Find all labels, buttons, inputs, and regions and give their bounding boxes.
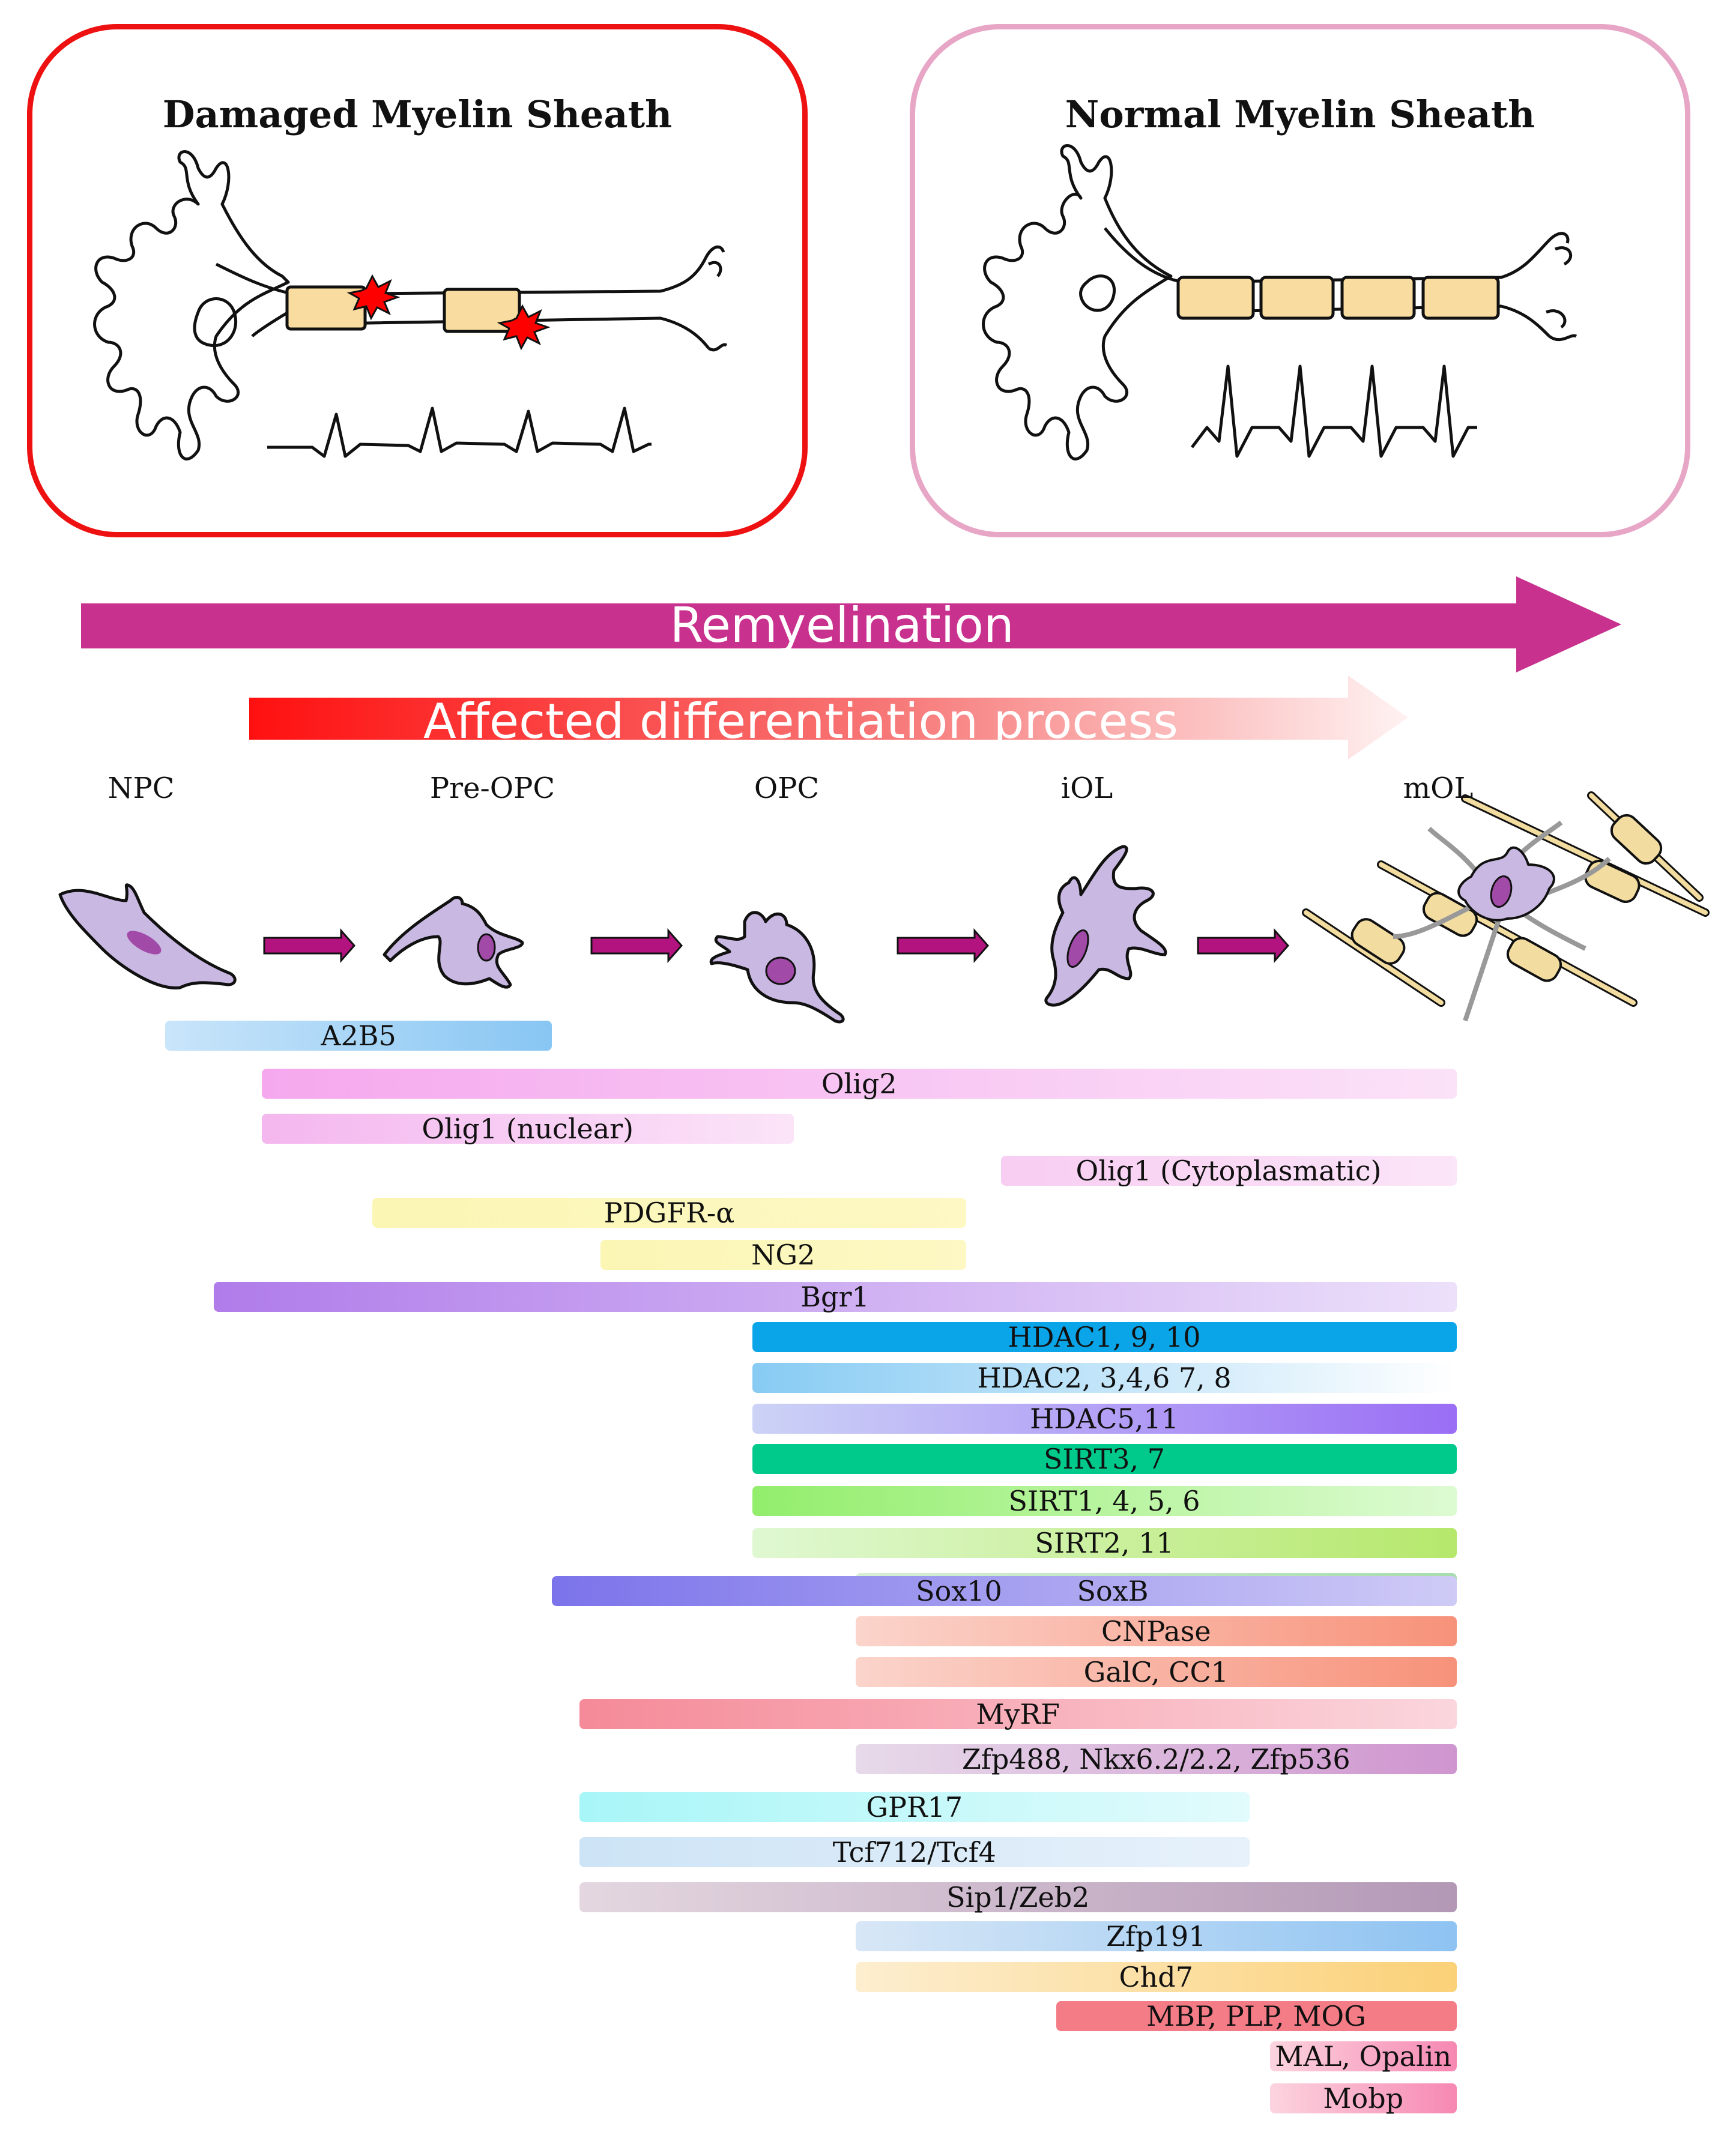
marker-bar: [752, 1363, 1457, 1393]
marker-label: HDAC1, 9, 10: [1008, 1321, 1201, 1353]
marker-bar: [752, 1444, 1457, 1474]
marker-bar: [372, 1198, 966, 1228]
marker-bar: [856, 1962, 1457, 1992]
marker-label: MAL, Opalin: [1275, 2040, 1452, 2073]
marker-bar: [1000, 1156, 1457, 1186]
marker-label: HDAC5,11: [1030, 1403, 1179, 1435]
marker-bar: [752, 1322, 1457, 1352]
marker-bar: [262, 1114, 794, 1144]
normal-neuron-drawing: [982, 144, 1577, 461]
marker-bar: [165, 1021, 552, 1051]
marker-label: Sox10: [916, 1575, 1002, 1607]
marker-bar: [262, 1069, 1457, 1099]
remyelination-label: Remyelination: [670, 597, 1014, 653]
marker-label: GalC, CC1: [1083, 1656, 1229, 1688]
marker-bar: [579, 1882, 1457, 1912]
marker-label: Mobp: [1323, 2082, 1404, 2115]
marker-bar: [552, 1576, 1457, 1606]
marker-label: Olig1 (Cytoplasmatic): [1075, 1155, 1382, 1187]
stage-label-pre-opc: Pre-OPC: [429, 772, 555, 805]
transition-arrow-3: [897, 928, 989, 963]
marker-bar: [1270, 2041, 1457, 2071]
transition-arrows: [263, 928, 1289, 963]
marker-bar: [752, 1404, 1457, 1434]
marker-bar: [752, 1486, 1457, 1516]
stage-label-iol: iOL: [1060, 772, 1113, 805]
marker-bar: [1270, 2083, 1457, 2113]
marker-bar: [856, 1744, 1457, 1774]
marker-label: NG2: [751, 1239, 815, 1271]
marker-label: GPR17: [866, 1791, 963, 1823]
marker-label: SoxB: [1077, 1575, 1149, 1607]
marker-bar: [579, 1699, 1457, 1729]
damaged-neuron-drawing: [93, 150, 728, 461]
marker-label: Olig2: [821, 1067, 897, 1100]
marker-bar: [579, 1837, 1250, 1867]
damage-spark-icon: [346, 274, 551, 351]
marker-label: SIRT1, 4, 5, 6: [1008, 1485, 1200, 1517]
normal-signal-trace: [1191, 364, 1477, 458]
remyelination-arrow: [81, 576, 1621, 672]
marker-bar: [856, 1657, 1457, 1687]
marker-bar: [1056, 2001, 1457, 2031]
marker-label: SIRT2, 11: [1035, 1527, 1174, 1559]
marker-label: Sip1/Zeb2: [946, 1881, 1090, 1913]
marker-label: Zfp488, Nkx6.2/2.2, Zfp536: [961, 1743, 1350, 1775]
stage-label-mol: mOL: [1403, 772, 1474, 805]
damaged-signal-trace: [267, 406, 652, 458]
affected-differentiation-arrow: [249, 675, 1408, 759]
marker-label: Tcf712/Tcf4: [832, 1836, 996, 1868]
stage-label-npc: NPC: [107, 772, 175, 805]
stage-label-opc: OPC: [754, 772, 820, 805]
marker-label: HDAC2, 3,4,6 7, 8: [977, 1362, 1232, 1394]
marker-label: PDGFR-α: [603, 1197, 735, 1229]
marker-bar: [752, 1528, 1457, 1558]
marker-bar: [579, 1792, 1250, 1822]
marker-bar: [856, 1616, 1457, 1646]
marker-bar: [600, 1240, 966, 1270]
marker-bar: [856, 1921, 1457, 1951]
marker-bar: [213, 1282, 1457, 1312]
marker-label: Olig1 (nuclear): [422, 1113, 634, 1145]
npc-cell-icon: [58, 883, 237, 989]
opc-cell-icon: [709, 911, 845, 1024]
iol-cell-icon: [1044, 845, 1167, 1007]
marker-label: Bgr1: [800, 1281, 870, 1313]
marker-label: SIRT3, 7: [1044, 1443, 1165, 1475]
marker-label: CNPase: [1101, 1615, 1211, 1647]
marker-label: Chd7: [1119, 1961, 1194, 1993]
pre-opc-cell-icon: [383, 896, 524, 989]
normal-panel-title: Normal Myelin Sheath: [1065, 92, 1535, 136]
transition-arrow-4: [1197, 928, 1289, 963]
damaged-panel-title: Damaged Myelin Sheath: [162, 92, 673, 136]
marker-label: Zfp191: [1106, 1920, 1206, 1952]
marker-label: MBP, PLP, MOG: [1146, 2000, 1366, 2032]
transition-arrow-2: [590, 928, 683, 963]
marker-label: MyRF: [976, 1698, 1060, 1730]
transition-arrow-1: [263, 928, 355, 963]
marker-label: A2B5: [321, 1019, 396, 1052]
mol-cell-icon: [1302, 791, 1710, 1022]
affected-differentiation-label: Affected differentiation process: [423, 693, 1178, 749]
